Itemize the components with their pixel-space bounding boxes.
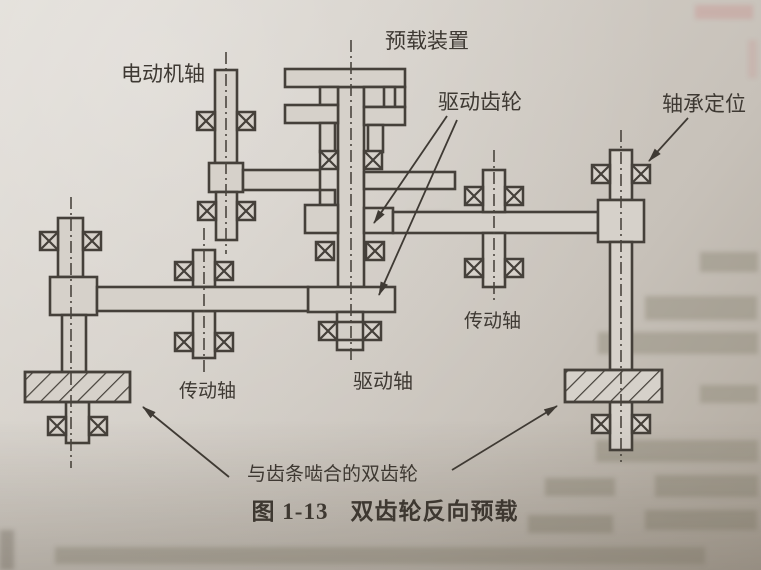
bearing-icon <box>38 230 60 252</box>
bearing-icon <box>196 200 218 222</box>
label-bearing-positioning: 轴承定位 <box>662 92 746 116</box>
bearing-icon <box>87 415 109 437</box>
left-step-connector <box>318 188 337 207</box>
preload-left-web <box>318 85 340 107</box>
rack-pinion-gear-left <box>23 370 132 404</box>
bearing-icon <box>318 149 340 171</box>
bearing-icon <box>173 260 195 282</box>
label-transmission-shaft-right: 传动轴 <box>464 310 521 332</box>
label-transmission-shaft-left: 传动轴 <box>179 380 236 402</box>
bearing-icon <box>590 413 612 435</box>
bearing-icon <box>213 331 235 353</box>
bearing-icon <box>630 413 652 435</box>
upper-gear-left-block <box>303 203 340 235</box>
bearing-icon <box>362 149 384 171</box>
bearing-icon <box>630 163 652 185</box>
shaft-stub <box>335 338 365 352</box>
bearing-icon <box>364 240 386 262</box>
preload-left-flange <box>283 103 340 125</box>
figure-caption-number: 图 1-13 <box>252 499 329 524</box>
preload-left-leg <box>318 121 337 154</box>
bearing-icon <box>235 110 257 132</box>
figure-caption-title: 双齿轮反向预载 <box>350 498 518 524</box>
rack-pinion-gear-right <box>563 368 664 404</box>
bearing-icon <box>503 257 525 279</box>
label-motor-shaft: 电动机轴 <box>121 62 205 86</box>
shaft-lower <box>64 400 91 445</box>
bearing-icon <box>317 320 339 342</box>
bearing-icon <box>314 240 336 262</box>
bearing-icon <box>235 200 257 222</box>
bearing-icon <box>46 415 68 437</box>
bearing-icon <box>463 257 485 279</box>
long-left-gear-bar <box>95 285 310 313</box>
long-right-gear-bar <box>391 210 600 235</box>
figure-caption: 图 1-13 双齿轮反向预载 <box>252 498 519 524</box>
label-drive-shaft: 驱动轴 <box>353 370 413 393</box>
bearing-icon <box>463 185 485 207</box>
bearing-icon <box>361 320 383 342</box>
bearing-icon <box>81 230 103 252</box>
bearing-icon <box>503 185 525 207</box>
label-preload-device: 预载装置 <box>385 29 469 53</box>
preload-adjust-slot <box>382 85 397 109</box>
label-drive-gear: 驱动齿轮 <box>438 90 522 114</box>
preload-right-leg <box>366 123 385 154</box>
preload-top-bar <box>283 67 407 89</box>
shaft-neck <box>335 310 365 324</box>
motor-gear-bar <box>241 168 322 192</box>
label-rack-meshing-gears: 与齿条啮合的双齿轮 <box>247 463 418 485</box>
bearing-icon <box>173 331 195 353</box>
bearing-icon <box>590 163 612 185</box>
shaft-middle <box>60 313 88 374</box>
bearing-icon <box>195 110 217 132</box>
bearing-icon <box>213 260 235 282</box>
preload-right-flange <box>362 105 407 127</box>
upper-right-gear-bar <box>362 170 457 191</box>
gear-hub <box>48 275 99 317</box>
upper-gear-right-block <box>362 206 395 235</box>
